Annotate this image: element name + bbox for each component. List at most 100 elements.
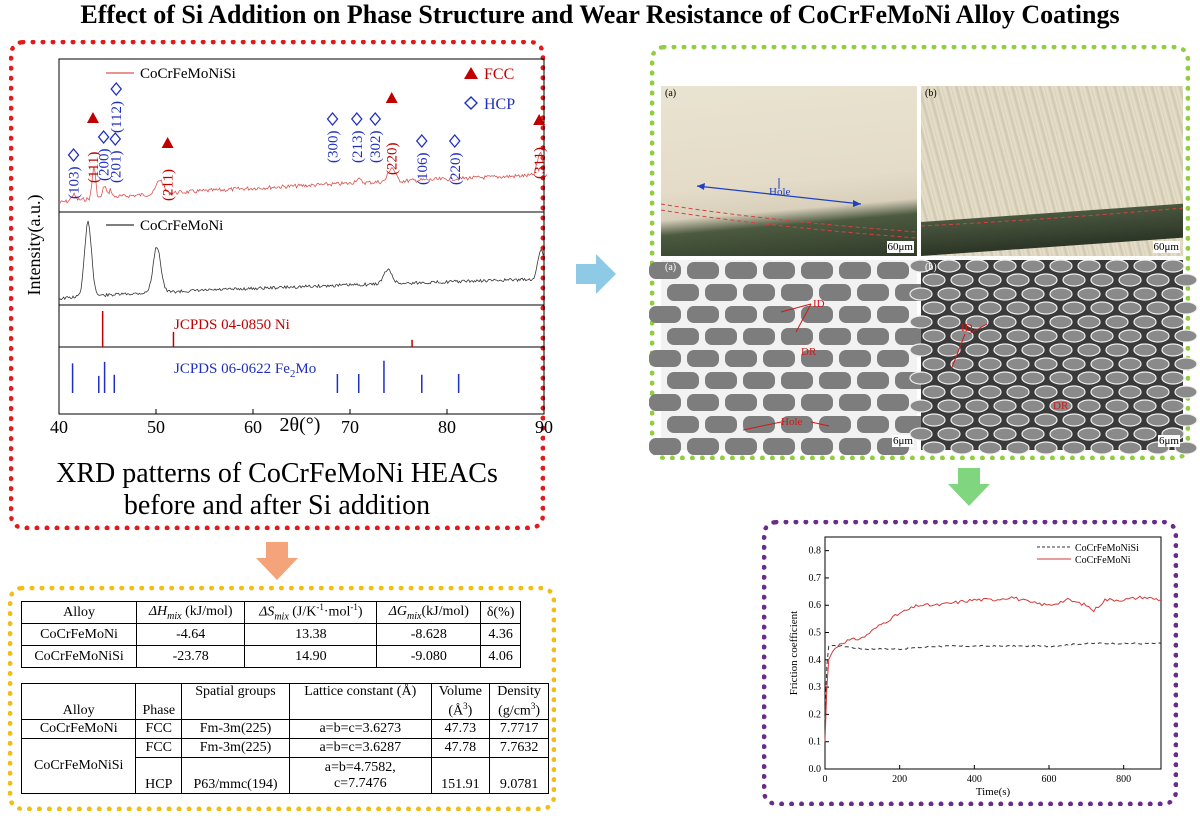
sem-b-grain bbox=[1021, 343, 1045, 357]
sem-b-grain bbox=[1034, 441, 1058, 455]
sem-a-dendrite bbox=[705, 416, 737, 433]
sem-b-grain bbox=[1118, 441, 1142, 455]
cell: a=b=c=3.6287 bbox=[288, 738, 432, 758]
sem-b-grain bbox=[950, 441, 974, 455]
fcc-peak-label: (220) bbox=[385, 143, 401, 176]
sem-a-dendrite bbox=[649, 394, 681, 411]
lattice-table: Alloy Phase Spatial groups Lattice const… bbox=[20, 683, 549, 794]
sem-a-dendrite bbox=[687, 262, 719, 279]
sem-a-dendrite bbox=[781, 416, 813, 433]
sem-b-grain bbox=[1161, 259, 1185, 273]
legend-base-label: CoCrFeMoNi bbox=[140, 218, 223, 234]
fcc-marker-icon bbox=[86, 112, 99, 123]
sem-b-grain bbox=[1105, 371, 1129, 385]
sem-b-grain bbox=[950, 413, 974, 427]
sem-b-grain bbox=[965, 259, 989, 273]
xrd-tick-label: 70 bbox=[341, 417, 359, 437]
friction-x-tick-label: 400 bbox=[967, 774, 982, 785]
hcp-peak-label: (302) bbox=[368, 131, 384, 164]
sem-b-grain bbox=[1174, 329, 1198, 343]
sem-a-dendrite bbox=[877, 262, 909, 279]
sem-a-dendrite bbox=[819, 328, 851, 345]
sem-b-grain bbox=[937, 259, 961, 273]
thermo-header-dh: ΔHmix (kJ/mol) bbox=[136, 601, 246, 624]
cell: FCC bbox=[135, 738, 183, 758]
lattice-header-row: Alloy Phase Spatial groups Lattice const… bbox=[20, 683, 549, 720]
hcp-peak-label: (300) bbox=[326, 131, 342, 164]
sem-a-id-arrow bbox=[780, 303, 812, 313]
sem-b-grain bbox=[1006, 357, 1030, 371]
sem-a-dendrite bbox=[763, 306, 795, 323]
sem-b-grain bbox=[1174, 441, 1198, 455]
sem-b-grain bbox=[950, 273, 974, 287]
sem-b-grain bbox=[965, 315, 989, 329]
sem-a-tag: (a) bbox=[665, 262, 677, 273]
sem-b-grain bbox=[1146, 273, 1170, 287]
fcc-legend-label: FCC bbox=[484, 66, 514, 83]
sem-b-grain bbox=[978, 329, 1002, 343]
hcp-peak-label: (106) bbox=[415, 153, 431, 186]
cell: HCP bbox=[135, 757, 183, 794]
legend-si-label: CoCrFeMoNiSi bbox=[140, 66, 236, 82]
sem-b-grain bbox=[978, 385, 1002, 399]
cell: -9.080 bbox=[376, 645, 482, 668]
sem-b-grain bbox=[1090, 301, 1114, 315]
sem-a-dendrite bbox=[801, 438, 833, 455]
friction-legend-si: CoCrFeMoNiSi bbox=[1075, 543, 1139, 554]
sem-b-grain bbox=[1062, 273, 1086, 287]
friction-legend-base: CoCrFeMoNi bbox=[1075, 555, 1131, 566]
cell: 47.73 bbox=[430, 719, 491, 739]
thermo-header-alloy: Alloy bbox=[20, 601, 138, 624]
sem-a-hole-label: Hole bbox=[781, 416, 803, 428]
sem-b-grain bbox=[1034, 301, 1058, 315]
om-b-scale: 60μm bbox=[1152, 241, 1180, 253]
cell: -4.64 bbox=[136, 623, 246, 646]
sem-b-grain bbox=[1133, 315, 1157, 329]
sem-b-grain bbox=[965, 427, 989, 441]
sem-b-grain bbox=[937, 315, 961, 329]
sem-b-grain bbox=[1161, 399, 1185, 413]
sem-b-grain bbox=[1006, 441, 1030, 455]
figure-title: Effect of Si Addition on Phase Structure… bbox=[80, 0, 1120, 29]
sem-b-grain bbox=[965, 343, 989, 357]
sem-a-dendrite bbox=[763, 350, 795, 367]
cell: 47.78 bbox=[430, 738, 491, 758]
sem-b-grain bbox=[950, 301, 974, 315]
friction-y-tick-label: 0.6 bbox=[809, 600, 822, 611]
xrd-xlabel: 2θ(°) bbox=[280, 414, 321, 436]
lattice-header-lattice: Lattice constant (Å) bbox=[288, 683, 432, 720]
sem-a-dendrite bbox=[705, 372, 737, 389]
sem-b-grain bbox=[1133, 343, 1157, 357]
down-arrow-orange bbox=[256, 542, 298, 580]
sem-a-dendrite bbox=[839, 262, 871, 279]
lattice-header-density: Density(g/cm3) bbox=[489, 683, 549, 720]
sem-b-grain bbox=[1174, 385, 1198, 399]
sem-b-grain bbox=[1034, 273, 1058, 287]
sem-b-grain bbox=[1021, 315, 1045, 329]
sem-b-grain bbox=[1146, 329, 1170, 343]
xrd-tick-label: 40 bbox=[50, 417, 68, 437]
sem-b-grain bbox=[965, 399, 989, 413]
tables-panel: Alloy ΔHmix (kJ/mol) ΔSmix (J/K-1·mol-1)… bbox=[8, 586, 556, 811]
sem-a-dendrite bbox=[667, 416, 699, 433]
sem-b-grain bbox=[1090, 329, 1114, 343]
hcp-marker-icon bbox=[109, 131, 122, 147]
om-image-a: (a) Hole 60μm bbox=[660, 86, 918, 256]
sem-b-grain bbox=[1049, 427, 1073, 441]
xrd-tick-label: 50 bbox=[147, 417, 165, 437]
sem-a-dendrite bbox=[857, 372, 889, 389]
hcp-peak-label: (103) bbox=[67, 167, 83, 200]
sem-a-dendrite bbox=[781, 328, 813, 345]
cell: a=b=c=3.6273 bbox=[288, 719, 432, 739]
sem-b-grain bbox=[1105, 343, 1129, 357]
hcp-peak-label: (112) bbox=[109, 101, 125, 133]
sem-b-grain bbox=[1049, 259, 1073, 273]
sem-b-grain bbox=[1006, 329, 1030, 343]
sem-b-grain bbox=[1105, 399, 1129, 413]
sem-b-grain bbox=[937, 287, 961, 301]
